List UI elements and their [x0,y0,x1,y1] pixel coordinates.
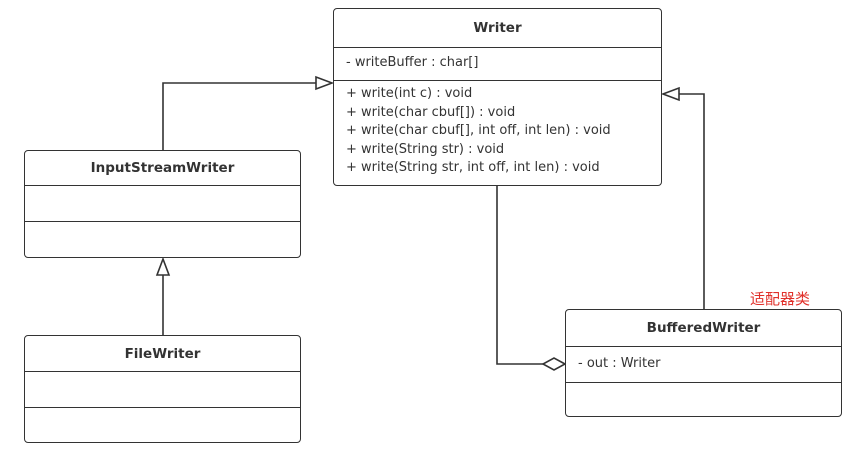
attribute: - out : Writer [578,356,661,372]
class-bufferedwriter-attributes: - out : Writer [566,347,841,383]
generalization-arrowhead-icon [660,86,680,102]
class-inputstreamwriter[interactable]: InputStreamWriter [24,150,301,258]
class-bufferedwriter-name: BufferedWriter [566,310,841,347]
method: + write(String str, int off, int len) : … [346,160,600,175]
method: + write(char cbuf[], int off, int len) :… [346,123,611,138]
class-writer-methods: + write(int c) : void + write(char cbuf[… [334,81,661,178]
method: + write(int c) : void [346,86,473,101]
generalization-line-bufferedwriter-writer [679,93,705,309]
adapter-class-label: 适配器类 [750,290,811,308]
class-filewriter-methods [25,408,300,442]
class-inputstreamwriter-attributes [25,186,300,222]
class-writer-attributes: - writeBuffer : char[] [334,48,661,81]
class-bufferedwriter-methods [566,383,841,416]
generalization-arrowhead-icon [155,256,171,276]
class-filewriter-attributes [25,372,300,408]
attribute: - writeBuffer : char[] [346,55,479,70]
method: + write(char cbuf[]) : void [346,104,516,120]
aggregation-line-writer-bufferedwriter [496,185,543,365]
class-writer[interactable]: Writer - writeBuffer : char[] + write(in… [333,8,662,186]
method: + write(String str) : void [346,141,505,157]
class-inputstreamwriter-methods [25,222,300,257]
class-bufferedwriter[interactable]: BufferedWriter - out : Writer [565,309,842,417]
generalization-line-inputstreamwriter-writer [162,82,316,150]
aggregation-diamond-icon [541,357,567,371]
class-filewriter-name: FileWriter [25,336,300,372]
generalization-arrowhead-icon [315,75,335,91]
class-writer-name: Writer [334,9,661,48]
class-filewriter[interactable]: FileWriter [24,335,301,443]
class-inputstreamwriter-name: InputStreamWriter [25,151,300,186]
